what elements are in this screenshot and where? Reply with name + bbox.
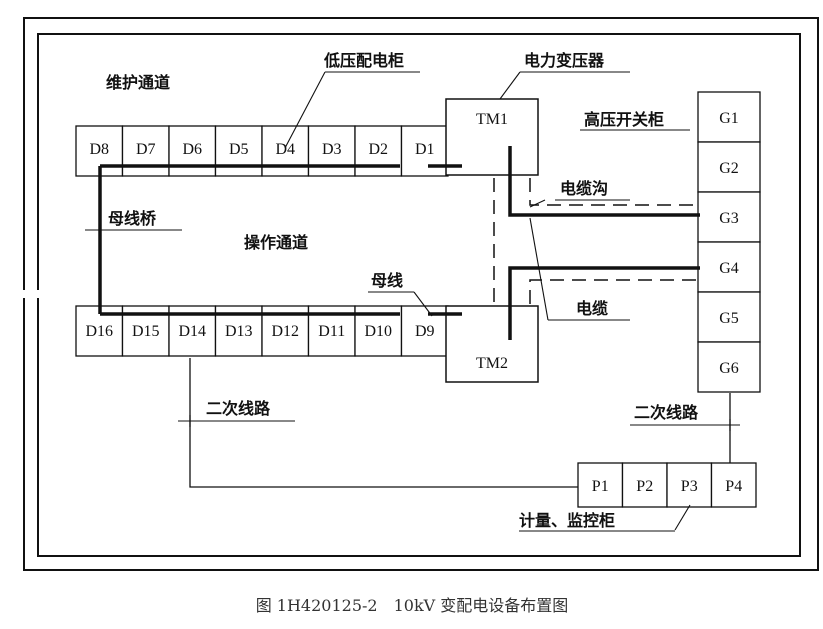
metering-cabinet-box <box>710 462 757 508</box>
room-walls <box>23 17 819 571</box>
metering-cabinet-box <box>621 462 668 508</box>
busbars <box>98 164 462 316</box>
hv-cabinet-box <box>697 291 761 343</box>
lv-cabinet-label: D15 <box>132 323 160 340</box>
lv-cabinet-label: D7 <box>136 141 156 158</box>
metering-cabinet-label: P3 <box>681 478 698 495</box>
hv-cabinet-label: G2 <box>719 160 739 177</box>
metering-cabinet-row: P1 P2 P3 P4 <box>577 462 757 508</box>
cable-trench-label: 电缆沟 <box>560 179 608 198</box>
hv-cabinet-box <box>697 191 761 243</box>
lv-cabinet-label: D5 <box>229 141 249 158</box>
hv-cabinet-box <box>697 341 761 393</box>
lv-cabinet-label: D12 <box>271 323 299 340</box>
lv-cabinet-label: D16 <box>85 323 113 340</box>
lv-cabinet-label: D13 <box>225 323 253 340</box>
transformer-tm2-label: TM2 <box>476 355 508 372</box>
metering-cabinet-label: P4 <box>725 478 742 495</box>
cables <box>508 146 700 340</box>
busbar-bridge-label: 母线桥 <box>108 209 157 228</box>
hv-cabinet-label: G5 <box>719 310 739 327</box>
lv-cabinet-label: D6 <box>182 141 202 158</box>
metering-monitoring-cabinet-label: 计量、监控柜 <box>519 511 615 530</box>
transformer-tm2-box <box>445 305 539 383</box>
lv-cabinet-label: D11 <box>318 323 345 340</box>
metering-cabinet-box <box>577 462 624 508</box>
low-voltage-cabinet-label: 低压配电柜 <box>323 51 404 70</box>
lv-cabinet-label: D2 <box>368 141 388 158</box>
metering-cabinet-label: P1 <box>592 478 609 495</box>
cable-label: 电缆 <box>576 299 608 318</box>
high-voltage-switchgear-label: 高压开关柜 <box>584 110 664 129</box>
lv-cabinet-label: D9 <box>415 323 435 340</box>
lv-cabinet-label: D1 <box>415 141 435 158</box>
lv-cabinet-label: D3 <box>322 141 342 158</box>
transformer-tm1-box <box>445 98 539 176</box>
cable-tm1-g3 <box>508 146 700 217</box>
hv-cabinet-label: G6 <box>719 360 739 377</box>
lv-cabinet-label: D8 <box>89 141 109 158</box>
metering-cabinet-label: P2 <box>636 478 653 495</box>
secondary-circuit-left-line <box>189 358 578 488</box>
operation-aisle-label: 操作通道 <box>244 233 308 252</box>
busbar-label: 母线 <box>371 271 403 290</box>
hv-cabinet-box <box>697 91 761 143</box>
lv-cabinet-label: D4 <box>275 141 295 158</box>
secondary-circuit-right-label: 二次线路 <box>634 403 699 422</box>
figure-caption: 图 1H420125-2 10kV 变配电设备布置图 <box>256 596 569 615</box>
secondary-circuit-left-label: 二次线路 <box>206 399 271 418</box>
cable-trench <box>493 178 700 304</box>
transformer-tm1-label: TM1 <box>476 111 508 128</box>
hv-cabinet-label: G4 <box>719 260 739 277</box>
lv-cabinet-label: D10 <box>364 323 392 340</box>
cable-tm2-g4 <box>508 266 700 340</box>
door-gap <box>20 291 42 297</box>
lv-cabinet-label: D14 <box>178 323 206 340</box>
low-voltage-cabinet-row-top: D8 D7 D6 D5 D4 D3 D2 D1 <box>75 125 449 177</box>
maintenance-aisle-label: 维护通道 <box>106 73 170 92</box>
hv-cabinet-label: G3 <box>719 210 739 227</box>
power-transformer-label: 电力变压器 <box>524 51 605 70</box>
leader-lines <box>85 71 740 532</box>
tick-marks <box>99 224 731 431</box>
hv-cabinet-label: G1 <box>719 110 739 127</box>
hv-cabinet-box <box>697 141 761 193</box>
